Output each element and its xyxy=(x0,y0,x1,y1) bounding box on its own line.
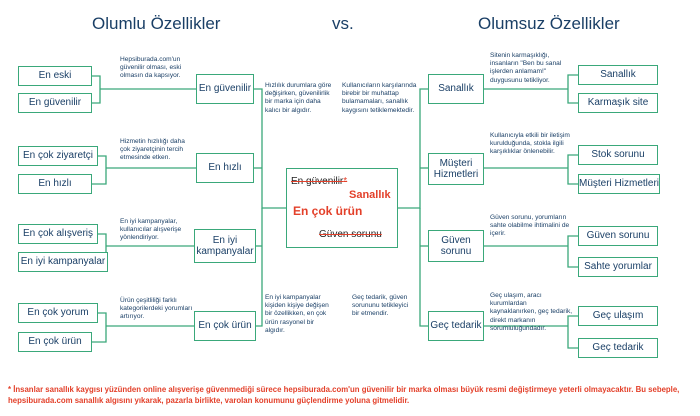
left-g3-sub2: En iyi kampanyalar xyxy=(18,252,108,272)
left-g1-sub2: En güvenilir xyxy=(18,93,92,113)
right-g4-main: Geç tedarik xyxy=(428,311,484,341)
left-g3-note-outer: En iyi kampanyalar, kullanıcılar alışver… xyxy=(120,218,182,242)
right-g4-note-outer: Geç ulaşım, aracı kurumlardan kaynaklanı… xyxy=(490,292,573,332)
left-g1-main: En güvenilir xyxy=(196,74,254,104)
right-g3-sub2: Sahte yorumlar xyxy=(578,257,658,277)
center-line4: Güven sorunu xyxy=(319,229,382,240)
header-negative: Olumsuz Özellikler xyxy=(478,14,620,33)
left-g1-note-outer: Hepsiburada.com'un güvenilir olması, esk… xyxy=(120,56,182,80)
right-g1-note-inner: Kullanıcıların karşılarında birebir bir … xyxy=(342,82,417,114)
left-g4-sub2: En çok ürün xyxy=(18,332,92,352)
left-g1-note-inner: Hızlılık durumlara göre değişirken, güve… xyxy=(265,82,332,114)
left-g2-sub1: En çok ziyaretçi xyxy=(18,146,98,166)
left-g4-sub1: En çok yorum xyxy=(18,303,98,323)
left-g2-sub2: En hızlı xyxy=(18,174,92,194)
right-g3-note-outer: Güven sorunu, yorumların sahte olabilme … xyxy=(490,214,570,238)
header-positive: Olumlu Özellikler xyxy=(92,14,221,33)
right-g1-main: Sanallık xyxy=(428,74,484,104)
left-g3-main: En iyi kampanyalar xyxy=(194,229,256,263)
right-g2-sub2: Müşteri Hizmetleri xyxy=(578,174,660,194)
center-line3: En çok ürün xyxy=(293,204,363,218)
footnote: * İnsanlar sanallık kaygısı yüzünden onl… xyxy=(8,385,680,406)
center-summary-box: En güvenilir* Sanallık En çok ürün Güven… xyxy=(286,168,398,248)
center-line2: Sanallık xyxy=(349,189,391,201)
left-g2-main: En hızlı xyxy=(196,153,254,183)
right-g2-sub1: Stok sorunu xyxy=(578,145,658,165)
right-g3-main: Güven sorunu xyxy=(428,230,484,262)
right-g1-sub1: Sanallık xyxy=(578,65,658,85)
left-g4-note-inner: En iyi kampanyalar kişiden kişiye değişe… xyxy=(265,294,329,334)
right-g4-sub2: Geç tedarik xyxy=(578,338,658,358)
left-g2-note-outer: Hizmetin hızlılığı daha çok ziyaretçinin… xyxy=(120,138,185,162)
right-g4-note-inner: Geç tedarik, güven sorununu tetikleyici … xyxy=(352,294,409,318)
center-line1: En güvenilir* xyxy=(291,176,348,187)
left-g3-sub1: En çok alışveriş xyxy=(18,224,98,244)
right-g2-note-outer: Kullanıcıyla etkili bir iletişim kuruldu… xyxy=(490,132,570,156)
right-g4-sub1: Geç ulaşım xyxy=(578,306,658,326)
left-g4-note-outer: Ürün çeşitliliği farklı kategorilerdeki … xyxy=(120,297,193,321)
header-vs: vs. xyxy=(332,14,354,33)
right-g2-main: Müşteri Hizmetleri xyxy=(428,153,484,185)
left-g1-sub1: En eski xyxy=(18,66,92,86)
right-g1-sub2: Karmaşık site xyxy=(578,93,658,113)
left-g4-main: En çok ürün xyxy=(194,311,256,341)
right-g1-note-outer: Sitenin karmaşıklığı, insanların "Ben bu… xyxy=(490,52,562,84)
right-g3-sub1: Güven sorunu xyxy=(578,226,658,246)
